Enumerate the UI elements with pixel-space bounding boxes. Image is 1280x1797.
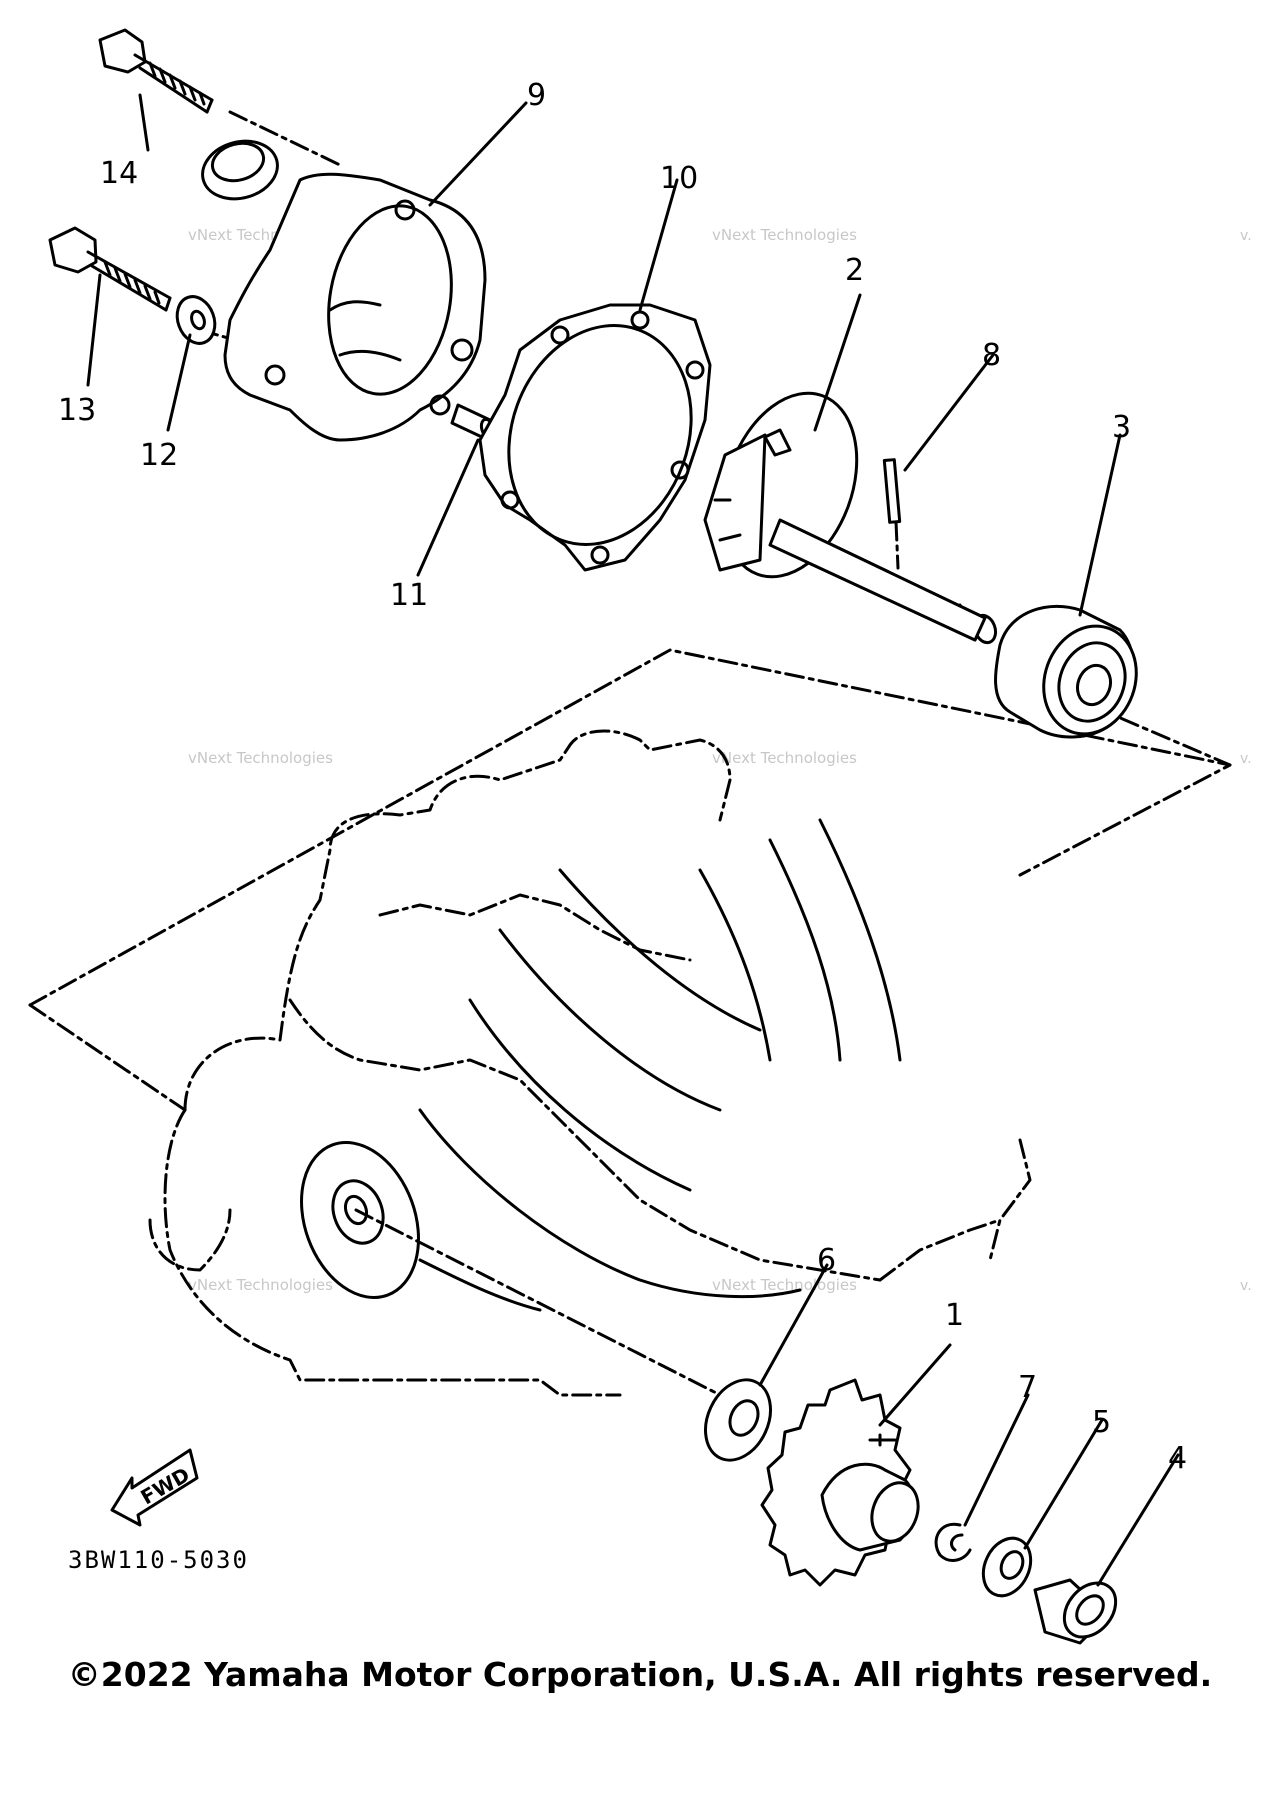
watermark-text-cut: v.: [1240, 751, 1252, 767]
callout-14: 14: [100, 156, 138, 191]
callout-8: 8: [982, 338, 1001, 373]
pin-8: [882, 458, 902, 570]
drive-gear-1: [760, 1378, 920, 1587]
impeller-shaft-2: [703, 391, 998, 645]
washer-5: [981, 1536, 1033, 1598]
watermark-text: vNext Technologies: [712, 1276, 857, 1294]
copyright-notice: ©2022 Yamaha Motor Corporation, U.S.A. A…: [67, 1655, 1213, 1694]
bolt-13: [48, 226, 172, 312]
callout-13: 13: [58, 393, 96, 428]
watermark-text: vNext Technologies: [188, 1276, 333, 1294]
crankcase-outline: [148, 729, 1032, 1402]
callout-2: 2: [845, 253, 864, 288]
watermark-text: vNext Technologies: [188, 749, 333, 767]
washer-12: [175, 295, 217, 345]
callout-3: 3: [1112, 410, 1131, 445]
callout-1: 1: [945, 1298, 964, 1333]
watermark-text: vNext Technologies: [712, 226, 857, 244]
callout-6: 6: [817, 1243, 836, 1278]
part-code: 3BW110-5030: [68, 1546, 249, 1574]
water-pump-housing-9: [201, 139, 487, 442]
gasket-10: [478, 303, 712, 572]
callout-7: 7: [1018, 1370, 1037, 1405]
collar-4: [1033, 1578, 1118, 1645]
watermark-text-cut: v.: [1240, 1278, 1252, 1294]
thrust-washer-6: [704, 1378, 772, 1462]
callout-10: 10: [660, 161, 698, 196]
callout-9: 9: [527, 78, 546, 113]
leader-lines: [86, 93, 1180, 1587]
watermark-layer: vNext Technologies vNext Technologies vN…: [188, 226, 1252, 1294]
callout-4: 4: [1168, 1441, 1187, 1476]
callout-12: 12: [140, 438, 178, 473]
watermark-text-cut: v.: [1240, 228, 1252, 244]
bearing-3: [994, 604, 1138, 739]
fwd-arrow-icon: FWD: [110, 1448, 199, 1527]
circlip-7: [934, 1522, 972, 1562]
bolt-14: [98, 28, 214, 114]
callout-5: 5: [1092, 1405, 1111, 1440]
callout-labels: 1 2 3 4 5 6 7 8 9 10 11 12 13 14: [58, 78, 1187, 1476]
callout-11: 11: [390, 578, 428, 613]
watermark-text: vNext Technologies: [712, 749, 857, 767]
